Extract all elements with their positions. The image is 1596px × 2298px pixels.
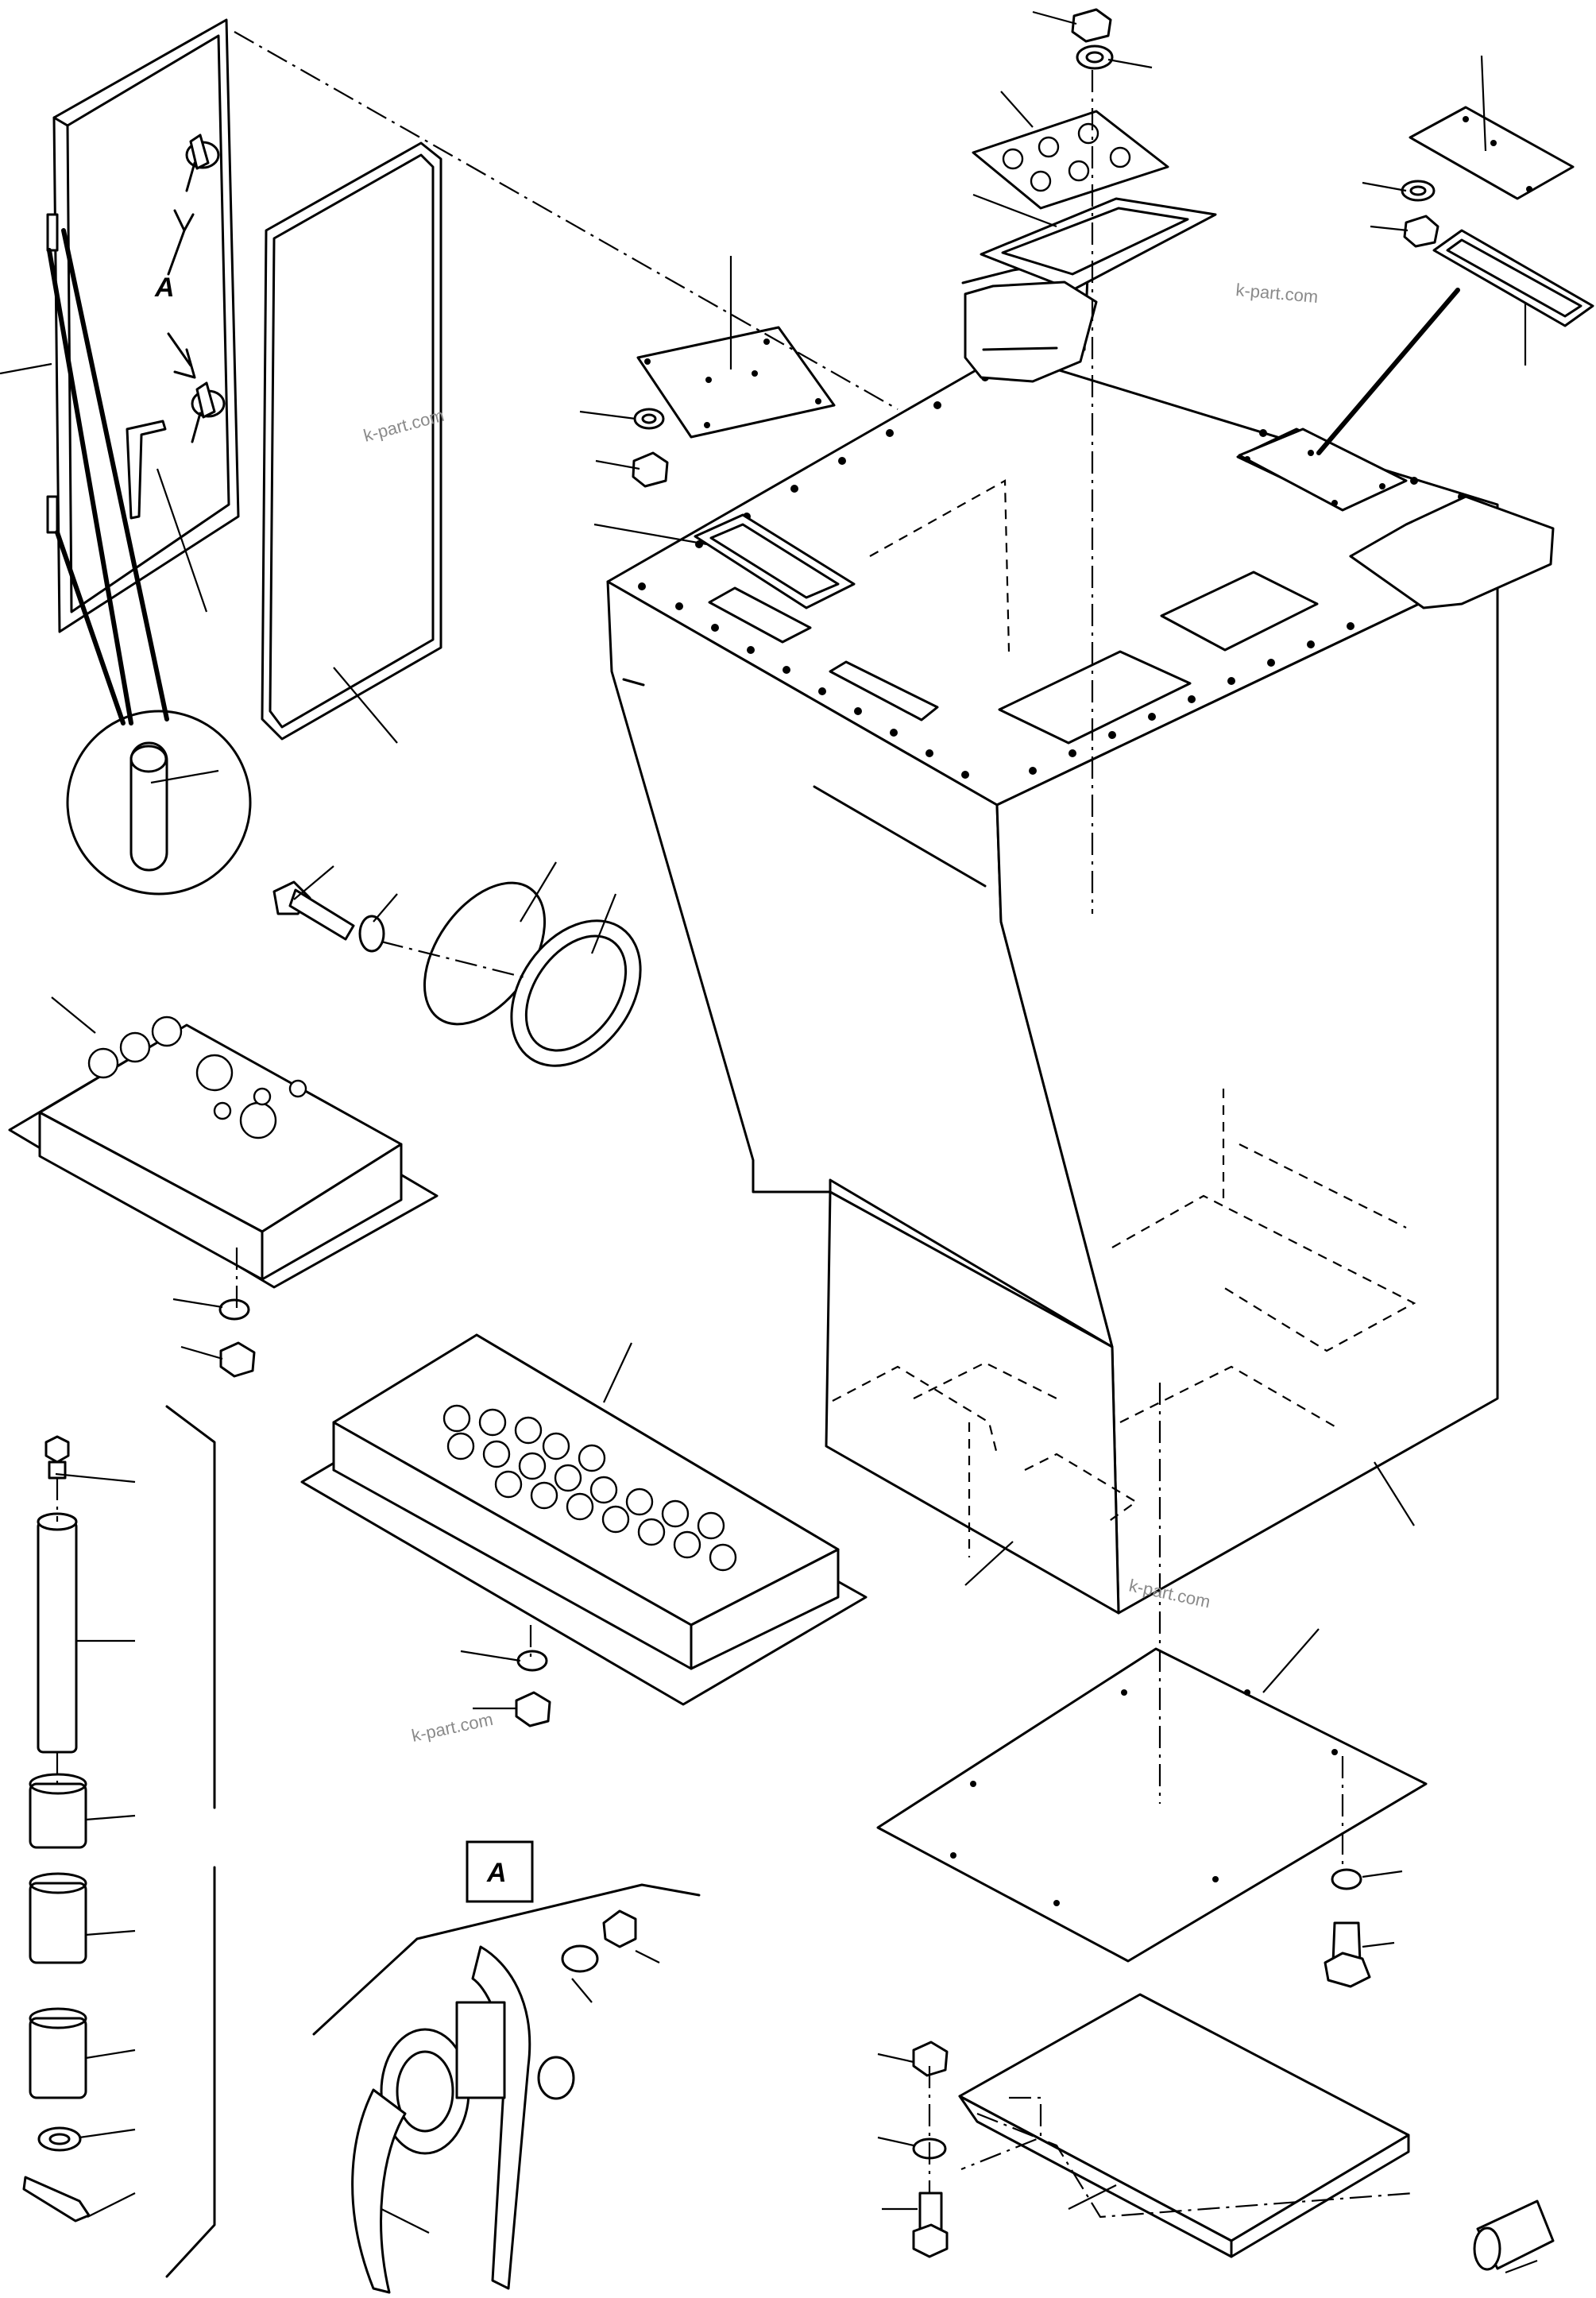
bolt-below-plate: [1324, 1868, 1371, 1988]
door-gasket: [261, 141, 442, 741]
cabinet-door: [46, 18, 240, 633]
ring-gasket: [510, 919, 642, 1067]
filter-box: [958, 1993, 1410, 2258]
cabinet-body: [606, 257, 1555, 1615]
gasket-center: [964, 197, 1217, 383]
cover-plate-left: [636, 326, 836, 439]
nut-left-upper: [632, 408, 669, 488]
hinge-detail-circle: [47, 228, 252, 896]
vertical-pin-assembly: [22, 1435, 91, 2223]
door-lock-upper: [185, 133, 220, 192]
nut-top-center: [1071, 8, 1114, 70]
gasket-right: [1432, 229, 1594, 327]
gasket-left: [694, 513, 856, 609]
watermark-4: k-part.com: [410, 1709, 495, 1746]
terminal-holes: [442, 1404, 737, 1572]
bolt-long: [272, 880, 385, 953]
leader-lines: [0, 10, 1538, 2274]
watermark-2: k-part.com: [1235, 280, 1320, 307]
cover-plate-top-right: [1409, 106, 1575, 200]
fuse-cartridge: [1473, 2199, 1555, 2271]
terminal-box-lower: [300, 1333, 868, 1706]
detail-label: A: [154, 273, 175, 303]
cover-plate-top-center: [972, 110, 1169, 210]
terminal-box-upper: [8, 1016, 439, 1289]
nut-below-lower-box: [515, 1650, 551, 1727]
bottom-plate: [876, 1647, 1428, 1963]
nuts-bottom-left-of-filter: [912, 2041, 949, 2258]
nut-below-upper-box: [218, 1298, 256, 1378]
callout-box-label: A: [486, 1858, 507, 1888]
top-plate-bolts: [638, 373, 1482, 779]
door-lock-lower: [191, 381, 226, 443]
cover-plate-top-right-2: [1238, 427, 1408, 512]
callout-box: [466, 1840, 534, 1903]
door-handle-detail: [312, 1883, 701, 2294]
washer-top-right: [1401, 180, 1439, 248]
center-lines: [234, 31, 1415, 2219]
